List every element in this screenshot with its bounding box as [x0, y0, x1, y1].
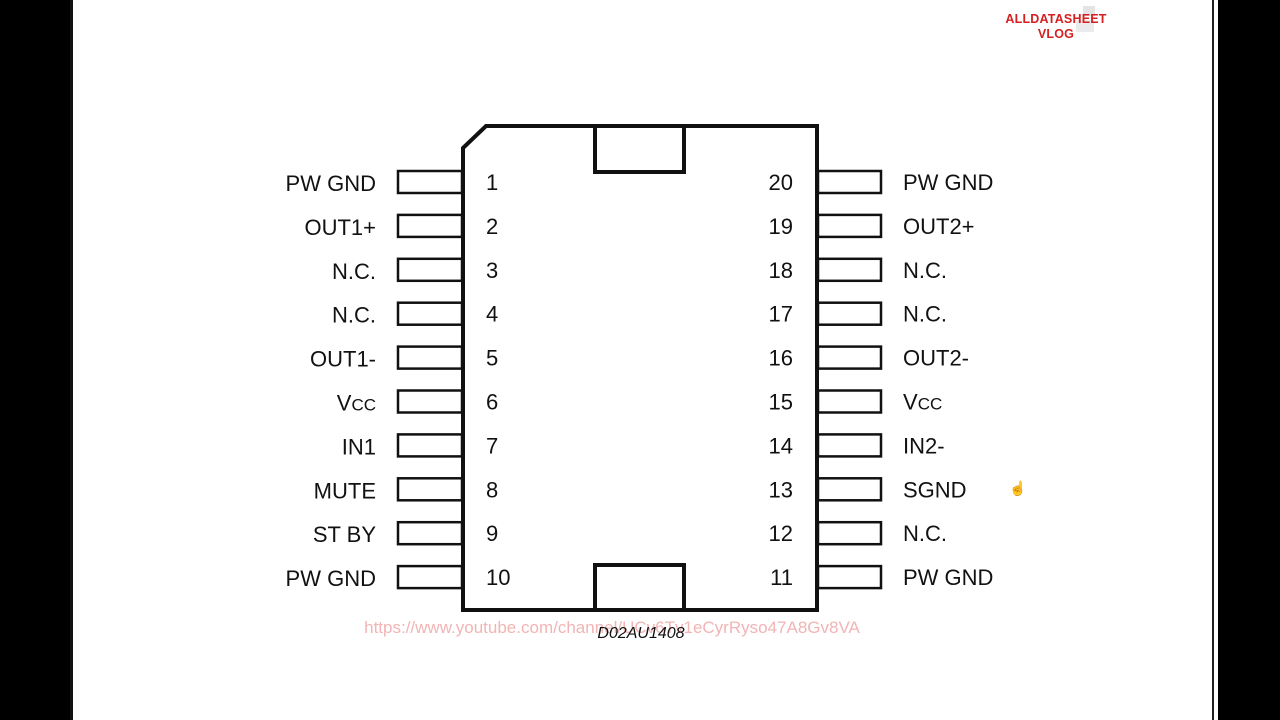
pin-lead-right — [816, 389, 883, 414]
pin-label: VCC — [903, 390, 942, 415]
hand-cursor-icon: ☝ — [1009, 480, 1027, 496]
pin-number: 12 — [769, 521, 793, 546]
pin-label: VCC — [337, 391, 376, 416]
pin-label: OUT1- — [310, 347, 376, 372]
pin-label: ST BY — [313, 522, 377, 547]
pin-lead-left — [396, 520, 464, 546]
pin-lead-right — [816, 301, 883, 326]
pin-label: N.C. — [332, 259, 376, 284]
pin-label: IN2- — [903, 433, 945, 458]
datasheet-page — [70, 0, 1218, 720]
pin-number: 7 — [486, 433, 498, 458]
pin-number: 18 — [769, 258, 793, 283]
pin-label: PW GND — [903, 170, 993, 195]
pin-number: 3 — [486, 258, 498, 283]
logo-overlay-mark — [1076, 20, 1094, 32]
pin-lead-left — [396, 433, 464, 458]
pin-lead-left — [396, 301, 464, 326]
pin-number: 6 — [486, 390, 498, 415]
pin-lead-left — [396, 477, 464, 502]
pin-label: PW GND — [286, 171, 376, 196]
pin-lead-right — [816, 564, 883, 590]
pin-number: 5 — [486, 346, 498, 371]
pin-lead-right — [816, 345, 883, 370]
pin-lead-right — [816, 477, 883, 502]
channel-logo-line2: VLOG — [1037, 27, 1075, 41]
pin-label: PW GND — [903, 565, 993, 590]
pin-number: 14 — [769, 433, 793, 458]
pin-number: 2 — [486, 214, 498, 239]
pin-number: 15 — [769, 390, 793, 415]
page-left-edge — [70, 0, 73, 720]
pin-label: MUTE — [314, 478, 376, 503]
page-right-edge — [1212, 0, 1214, 720]
pin-number: 9 — [486, 521, 498, 546]
pin-lead-left — [396, 213, 464, 239]
pin-number: 1 — [486, 170, 498, 195]
pin-label: IN1 — [342, 434, 376, 459]
pin-lead-right — [816, 433, 883, 458]
pin-label: OUT2- — [903, 346, 969, 371]
pin-lead-right — [816, 213, 883, 239]
pin-label: OUT2+ — [903, 214, 975, 239]
pin-label: OUT1+ — [304, 215, 376, 240]
pin-label: N.C. — [903, 258, 947, 283]
pin-label: N.C. — [332, 303, 376, 328]
ic-body — [461, 124, 819, 612]
pin-lead-right — [816, 169, 883, 195]
pin-lead-right — [816, 257, 883, 283]
pin-number: 4 — [486, 302, 498, 327]
pin-lead-left — [396, 169, 464, 195]
pin-lead-left — [396, 345, 464, 370]
pin-label: N.C. — [903, 521, 947, 546]
pin-number: 10 — [486, 565, 510, 590]
channel-logo: ALLDATASHEET VLOG — [1000, 12, 1112, 42]
pin-lead-left — [396, 257, 464, 283]
package-code: D02AU1408 — [597, 625, 684, 642]
pin-label: PW GND — [286, 566, 376, 591]
pin-label: N.C. — [903, 302, 947, 327]
pin-number: 16 — [769, 346, 793, 371]
pin-number: 13 — [769, 477, 793, 502]
pin-lead-left — [396, 564, 464, 590]
pin-number: 11 — [770, 565, 793, 590]
top-tab — [593, 124, 686, 174]
logo-overlay-mark — [1083, 6, 1095, 16]
pin-lead-left — [396, 389, 464, 414]
channel-logo-line1: ALLDATASHEET — [1005, 12, 1107, 26]
left-pin-group: 1PW GND2OUT1+3N.C.4N.C.5OUT1-6VCC7IN18MU… — [286, 169, 510, 591]
pin-number: 20 — [769, 170, 793, 195]
bottom-tab — [593, 563, 686, 612]
pin-label: SGND — [903, 477, 967, 502]
pin-number: 8 — [486, 477, 498, 502]
pin-number: 19 — [769, 214, 793, 239]
pin-number: 17 — [769, 302, 793, 327]
pin-lead-right — [816, 520, 883, 546]
watermark-url: https://www.youtube.com/channel/UCv6Tv1e… — [364, 618, 860, 637]
